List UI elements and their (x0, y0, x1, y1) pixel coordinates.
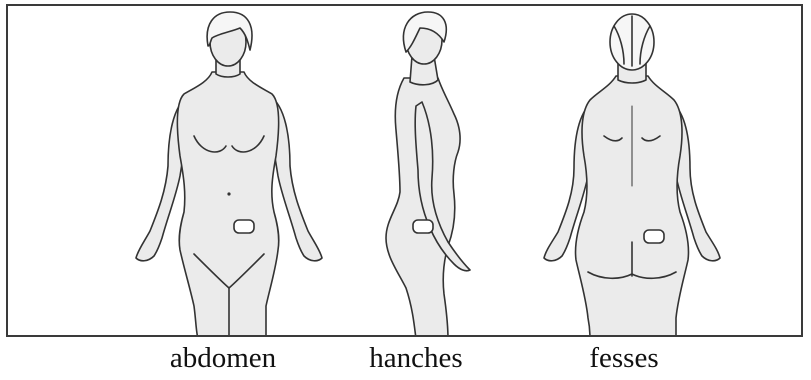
front-figure (136, 12, 322, 337)
back-figure (544, 14, 720, 337)
body-figures-illustration (8, 6, 803, 337)
side-figure (386, 12, 470, 337)
label-hanches: hanches (369, 340, 462, 376)
label-abdomen: abdomen (170, 340, 276, 376)
diagram-frame (6, 4, 803, 337)
label-fesses: fesses (589, 340, 658, 376)
